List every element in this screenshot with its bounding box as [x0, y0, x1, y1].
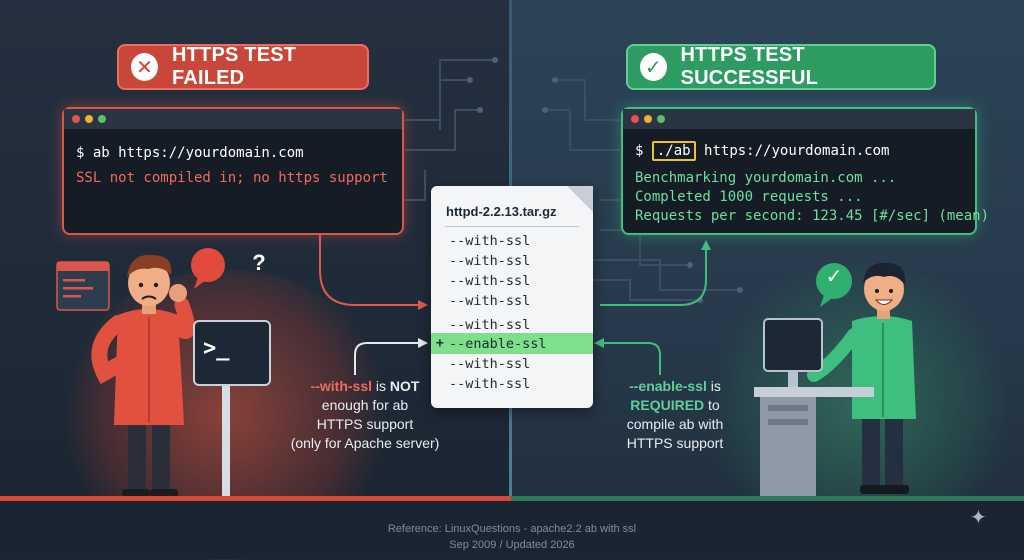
- option-line: --with-ssl: [449, 356, 531, 372]
- caption-line: REQUIRED to: [630, 397, 720, 413]
- success-badge-text: HTTPS TEST SUCCESSFUL: [680, 44, 819, 89]
- fail-terminal: $ ab https://yourdomain.com SSL not comp…: [62, 107, 404, 235]
- option-line: --with-ssl: [449, 293, 531, 309]
- caption-line: HTTPS support: [316, 416, 414, 432]
- reference-text: Reference: LinuxQuestions - apache2.2 ab…: [387, 523, 637, 535]
- page-fold-icon: [567, 186, 593, 212]
- close-dot-icon: [631, 115, 639, 123]
- option-line-enable-ssl: --enable-ssl: [449, 336, 547, 352]
- success-bubble-icon: [816, 263, 852, 299]
- happy-developer-illustration: [754, 262, 916, 497]
- maximize-dot-icon: [657, 115, 665, 123]
- caption-line: --with-ssl is NOT: [310, 378, 420, 394]
- enable-ssl-highlight: [431, 333, 593, 354]
- enable-ssl-caption: --enable-ssl is REQUIRED to compile ab w…: [600, 377, 750, 453]
- ab-binary-highlight: ./ab: [651, 141, 696, 161]
- x-icon: ✕: [131, 53, 158, 81]
- question-bubble-icon: [191, 248, 225, 282]
- browser-window-icon: [56, 261, 110, 311]
- fail-badge-text: HTTPS TEST FAILED: [171, 44, 297, 89]
- caption-line: (only for Apache server): [290, 435, 440, 451]
- document-divider: [445, 226, 579, 227]
- tarball-document: httpd-2.2.13.tar.gz + --with-ssl --with-…: [431, 186, 593, 408]
- option-line: --with-ssl: [449, 273, 531, 289]
- terminal-title-bar: [64, 109, 402, 129]
- check-icon: ✓: [640, 53, 667, 81]
- frustrated-developer-illustration: [56, 248, 271, 497]
- option-line: --with-ssl: [449, 376, 531, 392]
- caption-line: HTTPS support: [626, 435, 724, 451]
- output-line: Completed 1000 requests ...: [635, 189, 863, 205]
- terminal-title-bar: [623, 109, 975, 129]
- ssl-error-message: SSL not compiled in; no https support: [76, 170, 388, 186]
- document-title: httpd-2.2.13.tar.gz: [446, 204, 557, 219]
- caption-line: compile ab with: [626, 416, 724, 432]
- fail-floor-line: [0, 496, 511, 501]
- fail-command: $ ab https://yourdomain.com: [76, 145, 304, 161]
- output-line: Requests per second: 123.45 [#/sec] (mea…: [635, 208, 990, 224]
- check-mark: ✓: [825, 266, 843, 288]
- success-command: $ ./ab https://yourdomain.com: [635, 141, 890, 161]
- date-text: Sep 2009 / Updated 2026: [449, 539, 575, 551]
- success-floor-line: [511, 496, 1024, 501]
- footer-bar: [0, 501, 1024, 559]
- caption-line: enough for ab: [321, 397, 409, 413]
- success-terminal: $ ./ab https://yourdomain.com Benchmarki…: [621, 107, 989, 235]
- option-line: --with-ssl: [449, 253, 531, 269]
- minimize-dot-icon: [644, 115, 652, 123]
- maximize-dot-icon: [98, 115, 106, 123]
- with-ssl-caption: --with-ssl is NOT enough for ab HTTPS su…: [283, 377, 447, 453]
- option-line: --with-ssl: [449, 233, 531, 249]
- prompt-screen-icon: >_: [203, 336, 230, 361]
- caption-line: --enable-ssl is: [629, 378, 721, 394]
- sparkle-icon: ✦: [970, 507, 987, 529]
- https-test-failed-badge: ✕ HTTPS TEST FAILED: [117, 44, 369, 90]
- url: https://yourdomain.com: [704, 143, 890, 159]
- close-dot-icon: [72, 115, 80, 123]
- prompt: $: [635, 143, 644, 159]
- https-test-successful-badge: ✓ HTTPS TEST SUCCESSFUL: [626, 44, 936, 90]
- question-mark: ?: [252, 250, 266, 275]
- plus-marker: +: [436, 336, 444, 351]
- output-line: Benchmarking yourdomain.com ...: [635, 170, 897, 186]
- minimize-dot-icon: [85, 115, 93, 123]
- option-line: --with-ssl: [449, 317, 531, 333]
